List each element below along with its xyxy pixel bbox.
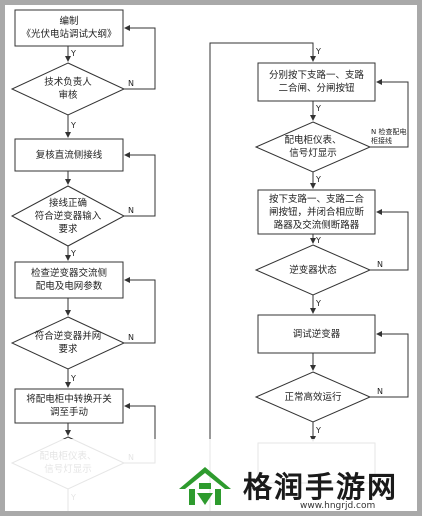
node-r-panel-display-diamond — [254, 121, 372, 173]
watermark-title: 格润手游网 — [243, 470, 399, 504]
label-no: N — [377, 387, 383, 396]
watermark-url: www.hngrjd.com — [300, 501, 376, 511]
label-yes: Y — [316, 175, 321, 184]
label-no: N — [128, 79, 134, 88]
label-yes: Y — [71, 374, 76, 383]
node-recheck-dc-box — [14, 138, 124, 172]
label-yes: Y — [316, 299, 321, 308]
flowchart-lines — [10, 9, 409, 511]
label-no: N — [128, 333, 134, 342]
label-no-check-wiring: N 检查配电 柜接线 — [371, 128, 407, 145]
node-close-breaker-box — [257, 189, 376, 235]
label-no: N — [377, 260, 383, 269]
label-yes: Y — [71, 121, 76, 130]
label-yes: Y — [71, 49, 76, 58]
label-yes: Y — [316, 426, 321, 435]
node-debug-inverter-box — [257, 314, 376, 354]
flowchart-canvas: 编制 《光伏电站调试大纲》 技术负责人 审核 复核直流侧接线 接线正确 符合逆变… — [5, 5, 417, 511]
node-review-diamond — [10, 62, 126, 116]
label-yes: Y — [316, 236, 321, 245]
node-press-branch-box — [257, 62, 376, 102]
node-wiring-ok-diamond — [10, 185, 126, 247]
label-no: N — [128, 206, 134, 215]
node-switch-manual-box — [14, 388, 124, 424]
label-yes: Y — [71, 249, 76, 258]
node-compile-outline-box — [14, 9, 124, 47]
node-check-ac-box — [14, 261, 124, 299]
watermark-logo-icon — [179, 467, 231, 505]
label-yes: Y — [316, 47, 321, 56]
label-yes: Y — [316, 104, 321, 113]
node-inverter-status-diamond — [254, 244, 372, 296]
node-grid-ok-diamond — [10, 316, 126, 370]
node-normal-run-diamond — [254, 371, 372, 423]
